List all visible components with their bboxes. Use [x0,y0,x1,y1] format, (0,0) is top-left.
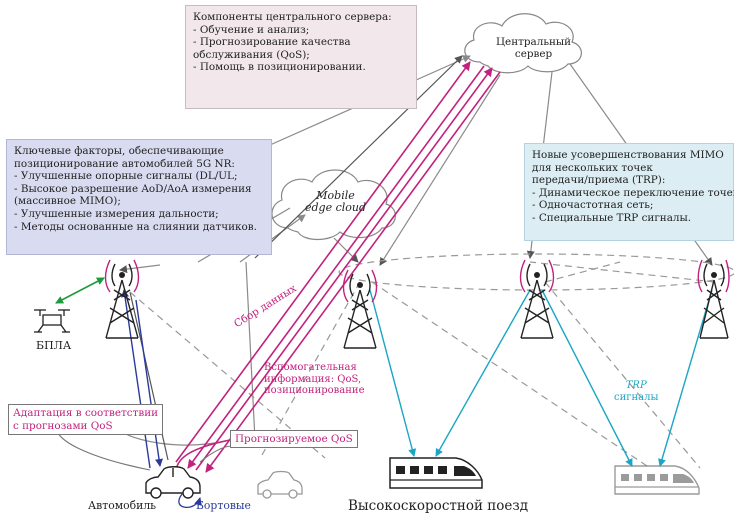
aux-info-label: Вспомогательная информация: QoS, позицио… [264,362,365,397]
adaptation-line: Адаптация в соответствии [13,407,159,419]
adaptation-line: с прогнозами QoS [13,419,113,432]
mimo-enhancements-box: Новые усовершенствования MIMO для нескол… [524,143,734,241]
train-label: Высокоскоростной поезд [348,498,529,514]
trp-signals-line: сигналы [614,392,659,403]
drone-label: БПЛА [36,339,72,352]
central-box-title: Компоненты центрального сервера: [193,11,392,23]
central-server-label-line: сервер [514,48,553,60]
factors-box-line: позиционирование автомобилей 5G NR: [14,157,235,170]
predicted-qos-label: Прогнозируемое QoS [230,430,358,448]
tower-left-icon [104,259,140,339]
factors-box-line: - Улучшенные опорные сигналы (DL/UL; [14,170,238,183]
mimo-box-line: передачи/приема (TRP): [532,174,666,187]
drone-icon [34,309,70,333]
car-icon [145,466,201,499]
onboard-loop [178,493,202,508]
blue-arrows [121,289,163,469]
car-label: Автомобиль [88,499,157,512]
tower-middle-right-icon [519,259,555,339]
central-box-line: - Прогнозирование качества [193,36,351,49]
central-box-line: обслуживания (QoS); [193,48,310,61]
factors-box-line: - Улучшенные измерения дальности; [14,207,219,220]
ghost-train-icon [614,465,700,495]
train-icon [389,457,483,489]
adaptation-label: Адаптация в соответствии с прогнозами Qo… [8,404,164,435]
onboard-label: Бортовые [196,499,251,512]
factors-box-line: - Методы основанные на слиянии датчиков. [14,220,257,233]
factors-box-line: (массивное MIMO); [14,195,121,208]
trp-signals-line: TRP [625,380,647,391]
edge-cloud-label: Mobile edge cloud [305,190,366,214]
tower-right-icon [697,259,730,339]
positioning-factors-box: Ключевые факторы, обеспечивающие позицио… [6,139,272,255]
mimo-box-line: - Специальные TRP сигналы. [532,211,692,224]
magenta-arrows [175,61,501,473]
mimo-box-line: для нескольких точек [532,161,653,174]
edge-cloud-label-line: Mobile [316,189,355,202]
mimo-box-line: - Динамическое переключение точек; [532,186,734,199]
central-box-line: - Обучение и анализ; [193,23,310,36]
central-server-label-line: Центральный [496,36,572,48]
tower-middle-left-icon [342,269,378,349]
dashed-links [129,253,734,469]
mimo-box-line: - Одночастотная сеть; [532,199,654,212]
central-server-components-box: Компоненты центрального сервера: - Обуче… [185,5,417,109]
trp-signals-label: TRP сигналы [614,380,658,404]
aux-info-line: информация: QoS, [264,373,362,385]
aux-info-line: позиционирование [264,385,365,396]
mimo-box-line: Новые усовершенствования MIMO [532,149,724,161]
drone-link [55,277,105,304]
central-server-cloud [464,13,582,74]
factors-box-line: Ключевые факторы, обеспечивающие [14,145,224,157]
edge-cloud-label-line: edge cloud [305,201,367,214]
central-server-label: Центральный сервер [496,36,571,60]
aux-info-line: Вспомогательная [264,362,357,373]
trp-signals [369,289,713,467]
ghost-car-icon [257,470,303,499]
central-box-line: - Помощь в позиционировании. [193,61,366,74]
factors-box-line: - Высокое разрешение AoD/AoA измерения [14,182,252,195]
dark-connections [129,55,463,461]
